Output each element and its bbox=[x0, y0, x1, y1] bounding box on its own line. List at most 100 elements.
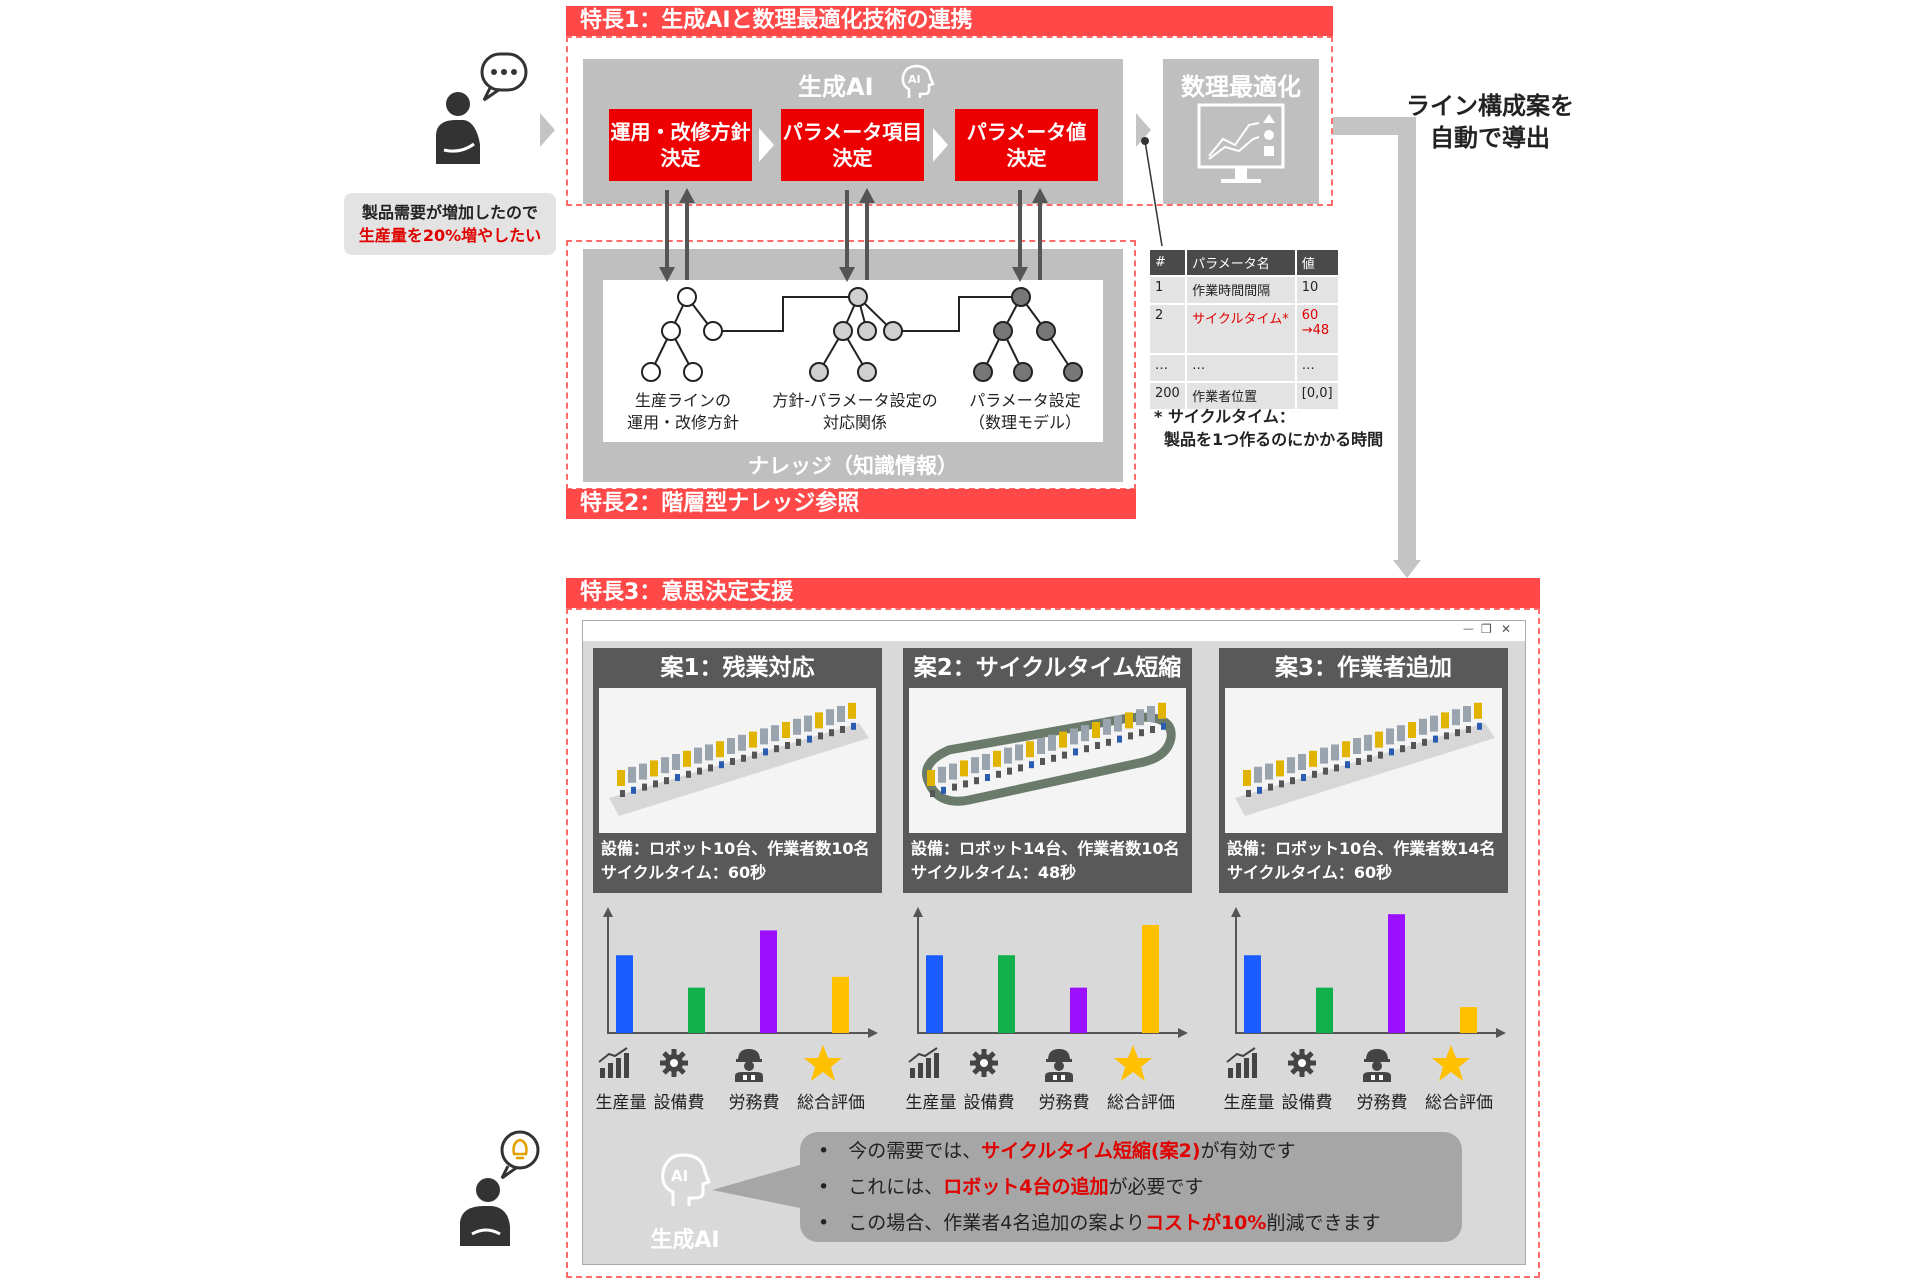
plan-title: 案1：残業対応 bbox=[660, 655, 815, 681]
cell: … bbox=[1150, 355, 1186, 381]
metric-label: 生産量 bbox=[1223, 1093, 1275, 1113]
footnote-line2: 製品を1つ作るのにかかる時間 bbox=[1164, 430, 1384, 449]
request-line2: 生産量を20%増やしたい bbox=[358, 226, 542, 245]
x-axis-arrow bbox=[868, 1028, 878, 1038]
bullet: • bbox=[818, 1212, 830, 1234]
th-value: 値 bbox=[1296, 250, 1338, 275]
gear-icon bbox=[657, 1046, 691, 1084]
ai-head-icon: AI bbox=[897, 62, 937, 102]
monitor-chart-icon bbox=[1195, 101, 1287, 197]
gen-ai-panel: 生成AI AI 運用・改修方針 決定 パラメータ項目 決定 パラメータ値 決定 bbox=[583, 59, 1123, 204]
tree1-line1: 方針-パラメータ設定の bbox=[772, 391, 938, 410]
tree-label-model: パラメータ設定（数理モデル） bbox=[950, 390, 1100, 434]
request-line1: 製品需要が増加したので bbox=[361, 203, 538, 222]
text: が必要です bbox=[1108, 1176, 1204, 1198]
text: が有効です bbox=[1200, 1140, 1296, 1162]
factory-illustration bbox=[609, 702, 869, 816]
plan2-bar-chart bbox=[913, 907, 1188, 1038]
plan-specs: 設備：ロボット10台、作業者数10名 サイクルタイム：60秒 bbox=[601, 839, 870, 882]
knowledge-trees bbox=[603, 280, 1103, 390]
gen-ai-label: 生成AI bbox=[798, 73, 874, 101]
star-icon bbox=[1113, 1044, 1153, 1086]
plan-card-1: 案1：残業対応 設備：ロボット10台、作業者数10名 サイクルタイム：60秒 bbox=[593, 648, 882, 893]
factory-line-image bbox=[1225, 688, 1502, 833]
plan1-bar-chart bbox=[603, 907, 878, 1038]
chart-axes bbox=[607, 915, 870, 1034]
text: 今の需要では、 bbox=[848, 1140, 982, 1162]
user-request-box: 製品需要が増加したので 生産量を20%増やしたい bbox=[344, 193, 556, 255]
tree0-line2: 運用・改修方針 bbox=[626, 413, 739, 432]
metric-label: 生産量 bbox=[595, 1093, 647, 1113]
plan-title: 案2：サイクルタイム短縮 bbox=[913, 655, 1182, 681]
text: これには、 bbox=[848, 1176, 944, 1198]
worker-helmet-icon bbox=[1042, 1046, 1076, 1086]
highlight: ロボット4台の追加 bbox=[943, 1176, 1109, 1198]
table-row: ……… bbox=[1150, 355, 1338, 381]
plan3-bar-chart bbox=[1231, 907, 1506, 1038]
bar-労務費 bbox=[760, 930, 777, 1033]
star-icon bbox=[1431, 1044, 1471, 1086]
plan-card-3: 案3：作業者追加 設備：ロボット10台、作業者数14名 サイクルタイム：60秒 bbox=[1219, 648, 1508, 893]
growth-chart-icon bbox=[597, 1046, 631, 1084]
text: この場合、作業者4名追加の案より bbox=[848, 1212, 1145, 1234]
metric-label: 設備費 bbox=[1281, 1093, 1333, 1113]
feature2-title: 特長2：階層型ナレッジ参照 bbox=[566, 489, 1136, 519]
factory-illustration bbox=[1235, 702, 1495, 816]
output-label: ライン構成案を 自動で導出 bbox=[1390, 90, 1590, 154]
bar-生産量 bbox=[616, 955, 633, 1033]
metric-label: 労務費 bbox=[728, 1093, 780, 1113]
window-minimize-button[interactable]: — bbox=[1463, 622, 1474, 635]
cell: 作業時間間隔 bbox=[1187, 277, 1295, 303]
feature3-title: 特長3：意思決定支援 bbox=[566, 578, 1540, 608]
factory-illustration bbox=[922, 702, 1176, 806]
metric-label: 生産量 bbox=[905, 1093, 957, 1113]
tree0-line1: 生産ラインの bbox=[634, 391, 731, 410]
feature1-title: 特長1：生成AIと数理最適化技術の連携 bbox=[566, 6, 1333, 36]
y-axis-arrow bbox=[603, 907, 613, 917]
bar-生産量 bbox=[926, 955, 943, 1033]
feature3-frame bbox=[566, 608, 1540, 1278]
step-param-values: パラメータ値 決定 bbox=[955, 109, 1098, 181]
cell: 1 bbox=[1150, 277, 1186, 303]
gear-icon bbox=[967, 1046, 1001, 1084]
text: 削減できます bbox=[1266, 1212, 1381, 1234]
bar-労務費 bbox=[1070, 987, 1087, 1033]
tree1-line2: 対応関係 bbox=[822, 413, 887, 432]
growth-chart-icon bbox=[1225, 1046, 1259, 1084]
window-maximize-button[interactable]: ❐ bbox=[1481, 622, 1492, 636]
bar-総合評価 bbox=[1460, 1007, 1477, 1033]
x-axis-arrow bbox=[1496, 1028, 1506, 1038]
arrow-step2 bbox=[933, 128, 948, 162]
factory-line-image bbox=[599, 688, 876, 833]
footnote-line1: * サイクルタイム： bbox=[1154, 407, 1295, 426]
metric-label: 総合評価 bbox=[797, 1093, 865, 1113]
bullet: • bbox=[818, 1140, 830, 1162]
cell: 200 bbox=[1150, 383, 1186, 409]
cell: 2 bbox=[1150, 305, 1186, 353]
optimization-label: 数理最適化 bbox=[1181, 73, 1301, 101]
bar-総合評価 bbox=[832, 976, 849, 1033]
user-idea-icon bbox=[450, 1130, 560, 1254]
chart-axes bbox=[917, 915, 1180, 1034]
bar-生産量 bbox=[1244, 955, 1261, 1033]
star-icon bbox=[803, 1044, 843, 1086]
cell: … bbox=[1296, 355, 1338, 381]
output-line1: ライン構成案を bbox=[1406, 92, 1574, 120]
cell: [0,0] bbox=[1296, 383, 1338, 409]
optimization-panel: 数理最適化 bbox=[1163, 59, 1319, 204]
highlight: サイクルタイム短縮(案2) bbox=[981, 1140, 1201, 1162]
arrow-request bbox=[540, 113, 555, 147]
tree2-line1: パラメータ設定 bbox=[969, 391, 1081, 410]
cell: … bbox=[1187, 355, 1295, 381]
ai-output-label: 生成AI bbox=[650, 1228, 720, 1253]
gear-icon bbox=[1285, 1046, 1319, 1084]
window-close-button[interactable]: ✕ bbox=[1501, 622, 1512, 636]
callout-line bbox=[1140, 136, 1170, 252]
factory-line-image bbox=[909, 688, 1186, 833]
th-num: # bbox=[1150, 250, 1186, 275]
y-axis-arrow bbox=[913, 907, 923, 917]
th-name: パラメータ名 bbox=[1187, 250, 1295, 275]
